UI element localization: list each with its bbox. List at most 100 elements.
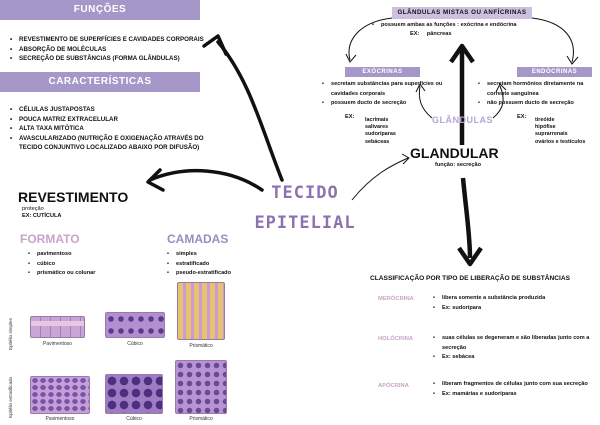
list-item: possuem ducto de secreção [322,99,452,109]
stratified-columnar-illustration [175,360,227,414]
list-item: pavimentoso [28,250,138,260]
arrow-head-revestimento [146,168,165,192]
example-item: ovários e testículos [535,138,586,145]
stratified-cuboidal-illustration [105,374,163,414]
revestimento-title: REVESTIMENTO [18,189,129,205]
caption-r1-pavimentoso: Pavimentoso [43,341,72,347]
list-item: cúbico [28,260,138,270]
simple-columnar-illustration [177,282,225,340]
stratified-squamous-illustration [30,376,90,414]
camadas-list: simples estratificado pseudo-estratifica… [167,250,277,279]
funcoes-header: FUNÇÕES [0,0,200,20]
arrow-head-exocrinas [345,53,357,63]
simple-cuboidal-illustration [105,312,165,338]
example-item: lacrimais [365,117,389,123]
list-item: liberam fragmentos de células junto com … [433,380,593,390]
list-item: possuem ambas as funções : exócrina e en… [372,21,562,31]
endocrinas-header: ENDÓCRINAS [517,67,592,77]
list-item: secretam substâncias para superfícies ou… [322,80,452,99]
holocrina-list: suas células se degeneram e são liberada… [433,334,595,363]
caption-r1-prismatico: Prismático [189,343,213,349]
exocrinas-examples: lacrimais salivares sudoríparas sebáceas [365,117,396,146]
row2-label: Epitélio estratificado [8,376,13,418]
arrow-to-revestimento [148,168,264,192]
glandular-title: GLANDULAR [410,145,499,161]
example-item: suprarrenais [535,131,568,138]
list-item: ABSORÇÃO DE MOLÉCULAS [10,45,225,55]
formato-title: FORMATO [20,232,80,246]
list-item: ALTA TAXA MITÓTICA [10,124,225,134]
merocrina-name: MERÓCRINA [378,296,414,302]
arrow-to-glandular [351,157,409,201]
glandulas-label: GLÂNDULAS [432,115,493,125]
list-item: suas células se degeneram e são liberada… [433,334,595,353]
funcoes-title: FUNÇÕES [73,4,127,15]
example-item: sebáceas [365,138,390,145]
example-item: salivares [365,124,389,131]
list-item: POUCA MATRIZ EXTRACELULAR [10,115,225,125]
revestimento-sub2: EX: CUTÍCULA [22,213,62,219]
caracteristicas-title: CARACTERÍSTICAS [48,76,152,87]
glandular-sub: função: secreção [435,162,482,168]
center-title-line1: TECIDO [271,183,339,203]
exocrinas-header: EXÓCRINAS [345,67,420,77]
arrow-to-funcoes [216,40,284,182]
list-item: secretam hormônios diretamente na corren… [478,80,600,99]
arrow-head-down-classificacao [457,246,483,267]
caption-r2-pavimentoso: Pavimentoso [45,416,75,422]
endocrinas-ex-label: EX: [517,114,527,120]
exocrinas-title: EXÓCRINAS [362,69,403,75]
caption-r2-cubico: Cúbico [126,416,142,422]
holocrina-name: HOLÓCRINA [378,336,414,342]
example-item: tireóide [535,117,555,123]
list-item: REVESTIMENTO DE SUPERFÍCIES E CAVIDADES … [10,35,225,45]
camadas-title: CAMADAS [167,232,229,246]
example-item: hipófise [535,124,556,131]
arrow-head-funcoes [202,34,228,56]
row1-label: Epitélio simples [8,318,13,350]
exocrinas-ex-label: EX: [345,114,355,120]
classificacao-title: CLASSIFICAÇÃO POR TIPO DE LIBERAÇÃO DE S… [370,275,571,282]
mistas-title: GLÂNDULAS MISTAS OU ANFÍCRINAS [397,9,527,16]
arrow-mistas-to-exocrinas [348,17,393,61]
endocrinas-examples: tireóide hipófise suprarrenais ovários e… [535,117,585,146]
caption-r2-prismatico: Prismático [189,416,213,422]
mistas-list: possuem ambas as funções : exócrina e en… [372,21,562,31]
funcoes-list: REVESTIMENTO DE SUPERFÍCIES E CAVIDADES … [10,35,225,64]
formato-list: pavimentoso cúbico prismático ou colunar [28,250,138,279]
apocrina-name: APÓCRINA [378,383,409,389]
arrow-head-endocrinas [566,55,579,65]
center-title-line2: EPITELIAL [254,213,356,233]
exocrinas-list: secretam substâncias para superfícies ou… [322,80,452,109]
caption-r1-cubico: Cúbico [127,341,143,347]
caracteristicas-header: CARACTERÍSTICAS [0,72,200,92]
arrow-down-classificacao [460,177,473,259]
revestimento-sub1: proteção [22,206,44,212]
list-item: Ex: sudorípara [433,304,593,314]
endocrinas-title: ENDÓCRINAS [531,69,578,75]
arrow-head-up-mistas [449,43,475,64]
list-item: prismático ou colunar [28,269,138,279]
simple-squamous-illustration [30,316,85,338]
list-item: estratificado [167,260,277,270]
example-item: sudoríparas [365,131,396,138]
list-item: não possuem ducto de secreção [478,99,600,109]
list-item: simples [167,250,277,260]
mistas-header: GLÂNDULAS MISTAS OU ANFÍCRINAS [392,7,532,19]
list-item: Ex: mamárias e sudoríparas [433,390,593,400]
list-item: pseudo-estratificado [167,269,277,279]
list-item: AVASCULARIZADO (NUTRIÇÃO E OXIGENAÇÃO AT… [10,134,225,153]
mistas-example: EX: pâncreas [410,31,451,37]
list-item: libera somente a substância produzida [433,294,593,304]
arrow-head-glandular [401,153,410,165]
merocrina-list: libera somente a substância produzida Ex… [433,294,593,313]
list-item: Ex: sebácea [433,353,595,363]
mistas-ex-value: pâncreas [426,31,452,37]
endocrinas-list: secretam hormônios diretamente na corren… [478,80,600,109]
list-item: CÉLULAS JUSTAPOSTAS [10,105,225,115]
arrow-mistas-to-endocrinas [531,17,574,63]
list-item: SECREÇÃO DE SUBSTÂNCIAS (FORMA GLÂNDULAS… [10,54,225,64]
apocrina-list: liberam fragmentos de células junto com … [433,380,593,399]
caracteristicas-list: CÉLULAS JUSTAPOSTAS POUCA MATRIZ EXTRACE… [10,105,225,153]
